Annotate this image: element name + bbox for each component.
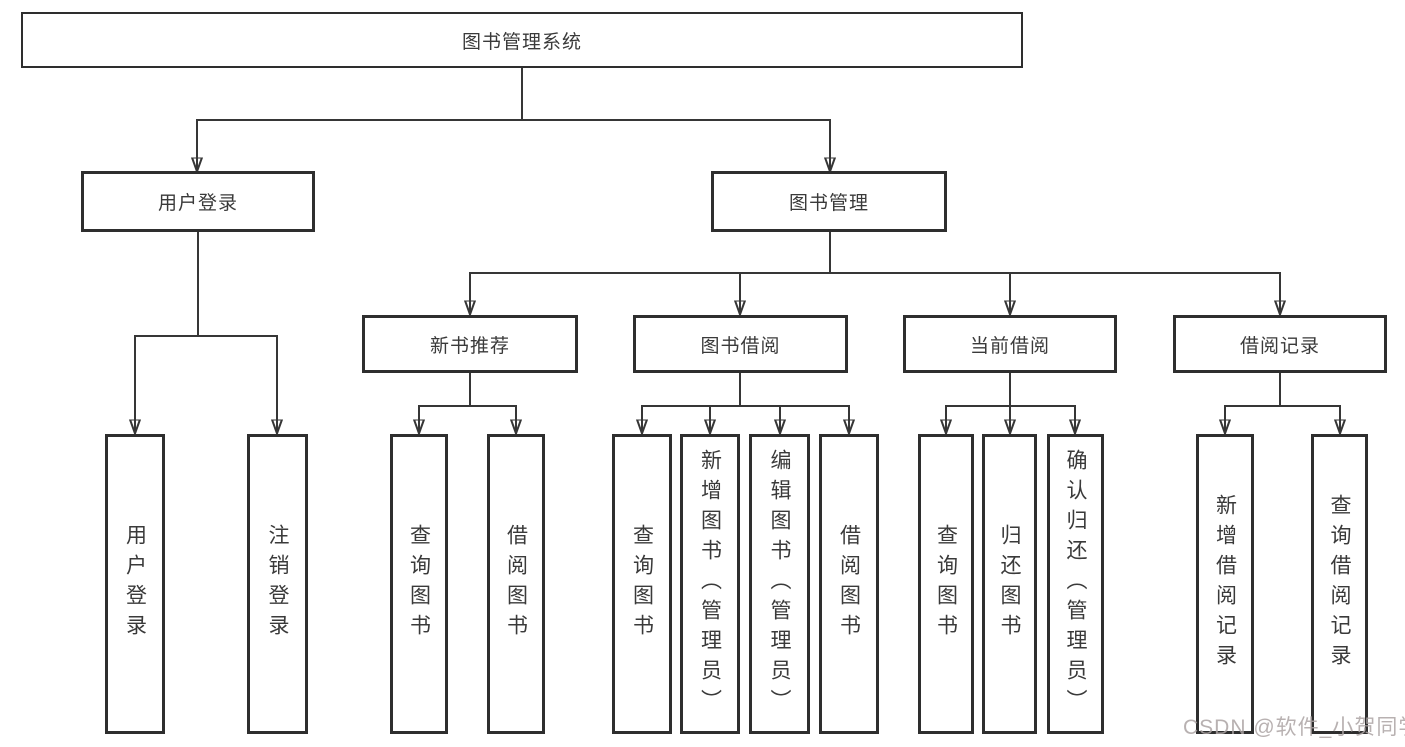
leaf-logout-label: 注销登录 [266,524,289,644]
leaf-confirm-return-admin-label: 确认归还（管理员） [1064,449,1087,719]
leaf-query-books-newbook-label: 查询图书 [407,524,431,644]
leaf-borrow-books-newbook-label: 借阅图书 [504,524,528,644]
leaf-confirm-return-admin: 确认归还（管理员） [1047,434,1104,734]
leaf-query-books-newbook: 查询图书 [390,434,448,734]
node-new-book-recommend-label: 新书推荐 [429,335,510,357]
leaf-query-borrow-record: 查询借阅记录 [1311,434,1368,734]
leaf-return-book-label: 归还图书 [998,524,1021,644]
leaf-borrow-books-newbook: 借阅图书 [487,434,545,734]
node-root-system: 图书管理系统 [21,12,1023,68]
node-current-borrow: 当前借阅 [903,315,1117,373]
leaf-borrow-books-borrow: 借阅图书 [819,434,879,734]
leaf-edit-book-admin-label: 编辑图书（管理员） [768,449,791,719]
leaf-logout: 注销登录 [247,434,308,734]
leaf-user-login-label: 用户登录 [123,524,147,644]
leaf-query-borrow-record-label: 查询借阅记录 [1328,494,1351,674]
leaf-return-book: 归还图书 [982,434,1037,734]
leaf-add-book-admin: 新增图书（管理员） [680,434,740,734]
node-book-management-branch: 图书管理 [711,171,947,232]
leaf-user-login: 用户登录 [105,434,165,734]
leaf-query-books-current-label: 查询图书 [934,524,958,644]
node-user-login-label: 用户登录 [157,193,238,214]
leaf-edit-book-admin: 编辑图书（管理员） [749,434,810,734]
node-borrow-records-label: 借阅记录 [1239,335,1320,357]
leaf-query-books-borrow-label: 查询图书 [630,524,654,644]
node-user-login-branch: 用户登录 [81,171,315,232]
leaf-add-borrow-record-label: 新增借阅记录 [1213,494,1237,674]
node-borrow-records: 借阅记录 [1173,315,1387,373]
node-root-label: 图书管理系统 [461,31,582,53]
node-current-borrow-label: 当前借阅 [969,335,1050,357]
node-book-borrow-label: 图书借阅 [700,335,781,357]
leaf-add-book-admin-label: 新增图书（管理员） [698,449,722,719]
leaf-borrow-books-borrow-label: 借阅图书 [837,524,861,644]
node-new-book-recommend: 新书推荐 [362,315,578,373]
csdn-watermark: CSDN @软件_小贺同学 [1183,716,1405,739]
node-book-borrow: 图书借阅 [633,315,848,373]
leaf-query-books-borrow: 查询图书 [612,434,672,734]
leaf-add-borrow-record: 新增借阅记录 [1196,434,1254,734]
leaf-query-books-current: 查询图书 [918,434,974,734]
node-book-management-label: 图书管理 [788,193,869,214]
